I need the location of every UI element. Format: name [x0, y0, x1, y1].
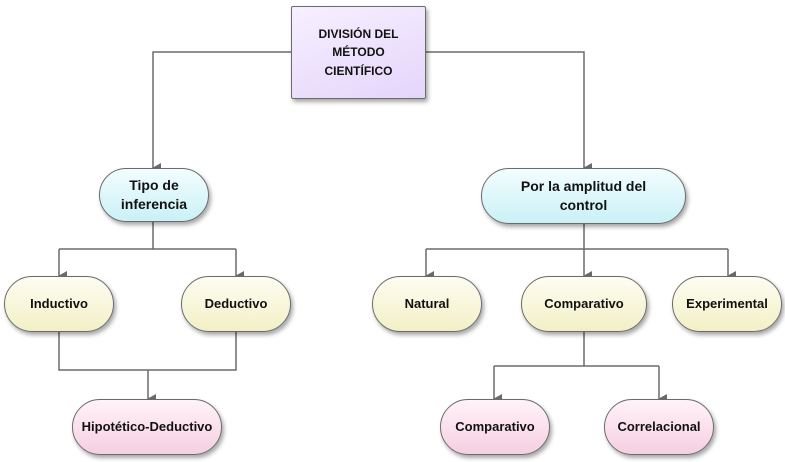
- node-label: Natural: [404, 296, 450, 312]
- node-comparativo-sub: Comparativo: [440, 399, 550, 455]
- category-label: Tipo de inferencia: [120, 177, 188, 212]
- node-label: Deductivo: [204, 296, 268, 312]
- node-comparativo: Comparativo: [521, 276, 647, 332]
- node-hipotetico-deductivo: Hipotético-Deductivo: [72, 399, 222, 455]
- node-label: Hipotético-Deductivo: [81, 419, 213, 435]
- node-label: Comparativo: [544, 296, 624, 312]
- root-label: DIVISIÓN DEL MÉTODO CIENTÍFICO: [318, 26, 399, 78]
- root-node: DIVISIÓN DEL MÉTODO CIENTÍFICO: [291, 6, 426, 99]
- category-label: Por la amplitud del control: [520, 178, 647, 213]
- node-deductivo: Deductivo: [181, 276, 291, 332]
- line-merge-to-hipotetico: [58, 332, 237, 399]
- arrow-root-to-amplitud: [426, 51, 592, 173]
- node-label: Inductivo: [30, 296, 88, 312]
- node-experimental: Experimental: [672, 276, 782, 332]
- arrow-tipo-to-inductivo: [59, 248, 236, 276]
- node-natural: Natural: [372, 276, 482, 332]
- node-label: Correlacional: [617, 419, 701, 435]
- node-label: Comparativo: [455, 419, 535, 435]
- arrow-amplitud-to-natural: [426, 248, 728, 276]
- category-node-tipo-de-inferencia: Tipo de inferencia: [99, 168, 209, 222]
- node-inductivo: Inductivo: [4, 276, 114, 332]
- category-node-amplitud-del-control: Por la amplitud del control: [481, 168, 686, 224]
- arrow-root-to-tipo: [152, 51, 291, 173]
- node-label: Experimental: [686, 296, 768, 312]
- arrow-comparativo-to-comparativo2: [494, 365, 659, 399]
- node-correlacional: Correlacional: [604, 399, 714, 455]
